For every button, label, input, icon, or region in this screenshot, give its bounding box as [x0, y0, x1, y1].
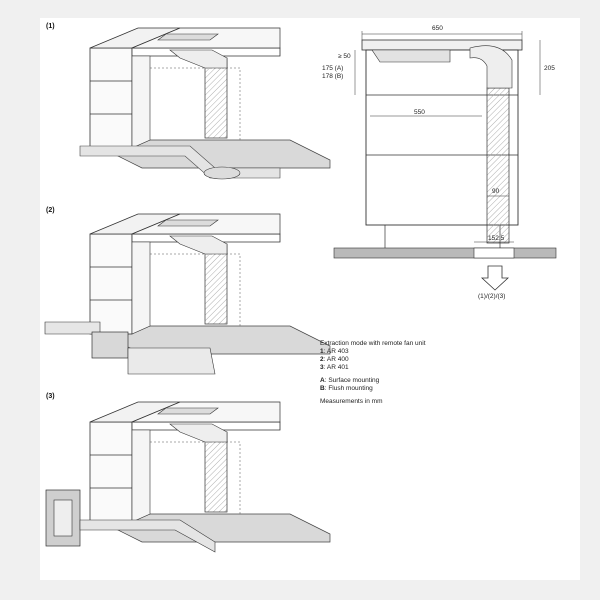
legend-mount-b-text: : Flush mounting — [324, 385, 373, 392]
section-drawing — [333, 31, 557, 291]
legend-item-1: 1: AR 403 — [320, 348, 426, 356]
legend-item-2: 2: AR 400 — [320, 356, 426, 364]
arrow-caption: (1)/(2)/(3) — [478, 293, 505, 300]
legend-text-3: : AR 401 — [323, 364, 349, 371]
panel-2-illustration — [44, 213, 331, 375]
legend-title: Extraction mode with remote fan unit — [320, 340, 426, 347]
panel-label-1: (1) — [46, 23, 55, 30]
dim-cutout: 152.5 — [488, 235, 505, 242]
legend-mount-a: A: Surface mounting — [320, 377, 426, 385]
legend-key-b: B — [320, 385, 325, 392]
legend-text-2: : AR 400 — [323, 356, 349, 363]
legend-item-3: 3: AR 401 — [320, 364, 426, 372]
dim-inner-width: 550 — [414, 109, 425, 116]
panel-1-illustration — [79, 27, 331, 180]
legend-num-3: 3 — [320, 364, 324, 371]
panel-3-illustration — [45, 401, 331, 553]
legend-mount-a-text: : Surface mounting — [324, 377, 380, 384]
panel-label-2: (2) — [46, 207, 55, 214]
dim-height-a: 175 (A) — [322, 65, 343, 72]
dim-width-total: 650 — [432, 25, 443, 32]
panel-label-3: (3) — [46, 393, 55, 400]
legend-key-a: A — [320, 377, 325, 384]
dim-height-b: 178 (B) — [322, 73, 343, 80]
dim-height-right: 205 — [544, 65, 555, 72]
legend-text-1: : AR 403 — [323, 348, 349, 355]
dim-duct-width: 90 — [492, 188, 500, 195]
legend-num-1: 1 — [320, 348, 324, 355]
legend-units: Measurements in mm — [320, 398, 383, 405]
dim-offset-top: ≥ 50 — [338, 53, 351, 60]
legend: Extraction mode with remote fan unit 1: … — [320, 340, 426, 406]
legend-num-2: 2 — [320, 356, 324, 363]
legend-mount-b: B: Flush mounting — [320, 385, 426, 393]
